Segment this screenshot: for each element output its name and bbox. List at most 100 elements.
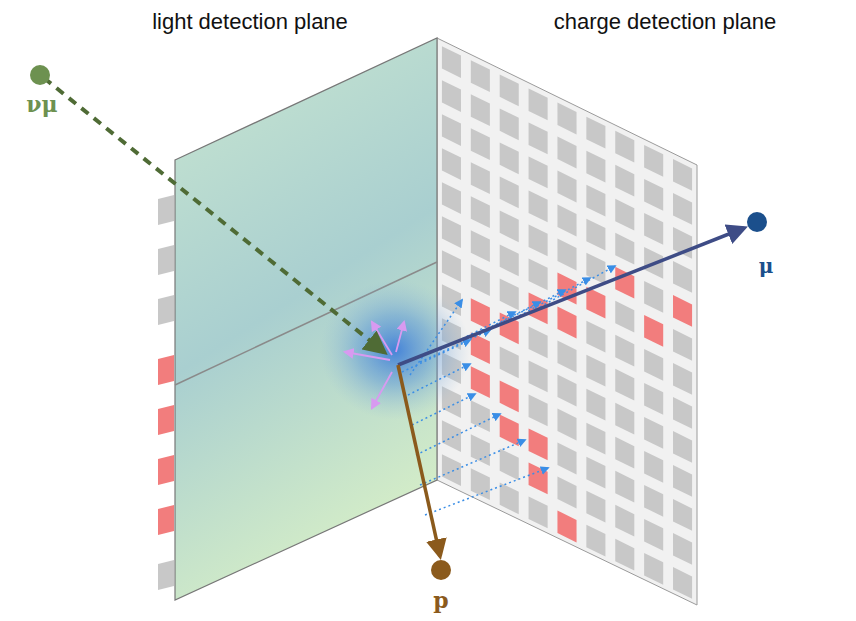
photon-arrow	[345, 352, 390, 360]
pixel	[500, 74, 519, 106]
pixel	[471, 162, 490, 194]
pixel	[442, 250, 461, 282]
drift-arrow	[402, 340, 470, 372]
pixel	[471, 298, 490, 330]
drift-arrow	[425, 468, 548, 515]
photon-arrow	[372, 372, 392, 408]
pixel	[442, 420, 461, 452]
pixel	[615, 301, 634, 333]
pixel	[442, 114, 461, 146]
drift-arrow	[416, 414, 500, 455]
light-sensor	[158, 560, 174, 590]
drift-arrow	[515, 278, 590, 318]
pixel	[586, 287, 605, 319]
drift-arrows	[402, 266, 615, 515]
pixel	[673, 193, 692, 225]
pixel	[557, 477, 576, 509]
pixel	[471, 468, 490, 500]
pixel	[557, 307, 576, 339]
pixel	[529, 259, 548, 291]
pixel	[529, 123, 548, 155]
pixel	[644, 179, 663, 211]
light-sensor	[158, 355, 174, 385]
pixel	[442, 80, 461, 112]
pixel	[615, 131, 634, 163]
pixel	[644, 145, 663, 177]
charge-plane	[437, 38, 697, 605]
pixel	[615, 403, 634, 435]
pixel-grid	[442, 46, 692, 599]
pixel	[673, 499, 692, 531]
pixel	[615, 199, 634, 231]
pixel	[644, 451, 663, 483]
pixel	[529, 225, 548, 257]
pixel	[471, 94, 490, 126]
pixel	[586, 219, 605, 251]
pixel	[442, 182, 461, 214]
pixel	[586, 491, 605, 523]
pixel	[673, 329, 692, 361]
pixel	[557, 137, 576, 169]
pixel	[471, 196, 490, 228]
pixel	[644, 553, 663, 585]
pixel	[557, 511, 576, 543]
pixel	[500, 448, 519, 480]
pixel	[586, 321, 605, 353]
pixel	[529, 497, 548, 529]
light-sensor	[158, 245, 174, 275]
pixel	[644, 417, 663, 449]
pixel	[529, 463, 548, 495]
particle-name: p	[433, 588, 448, 612]
pixel	[471, 60, 490, 92]
pixel	[586, 355, 605, 387]
neutrino-path	[44, 78, 384, 352]
pixel	[644, 383, 663, 415]
pixel	[471, 128, 490, 160]
pixel	[471, 230, 490, 262]
pixel	[529, 191, 548, 223]
pixel	[500, 210, 519, 242]
pixel	[500, 278, 519, 310]
pixel	[471, 434, 490, 466]
pixel	[557, 239, 576, 271]
scintillation-glow	[320, 280, 470, 420]
pixel	[471, 332, 490, 364]
light-sensor	[158, 295, 174, 325]
photon-arrow	[396, 322, 404, 352]
pixel	[673, 431, 692, 463]
pixel	[471, 264, 490, 296]
drift-arrow	[540, 266, 615, 307]
pixel	[442, 454, 461, 486]
pixel	[615, 335, 634, 367]
muon-track	[398, 228, 744, 365]
pixel	[673, 363, 692, 395]
pixel	[500, 176, 519, 208]
particle-name: μ	[759, 255, 774, 277]
pixel	[673, 397, 692, 429]
pixel	[500, 346, 519, 378]
pixel	[500, 482, 519, 514]
pixel	[615, 233, 634, 265]
pixel	[557, 205, 576, 237]
muon-dot	[747, 212, 767, 232]
drift-arrow	[410, 300, 462, 375]
drift-arrow	[408, 364, 470, 395]
pixel	[500, 244, 519, 276]
pixel	[673, 159, 692, 191]
pixel	[529, 429, 548, 461]
pixel	[615, 165, 634, 197]
pixel	[586, 423, 605, 455]
proton-track	[398, 365, 440, 556]
neutrino-dot	[30, 65, 50, 85]
pixel	[644, 281, 663, 313]
pixel	[586, 389, 605, 421]
pixel	[529, 361, 548, 393]
pixel	[586, 151, 605, 183]
pixel	[529, 157, 548, 189]
pixel	[442, 46, 461, 78]
light-sensor	[158, 405, 174, 435]
drift-arrow	[420, 440, 525, 485]
pixel	[586, 457, 605, 489]
